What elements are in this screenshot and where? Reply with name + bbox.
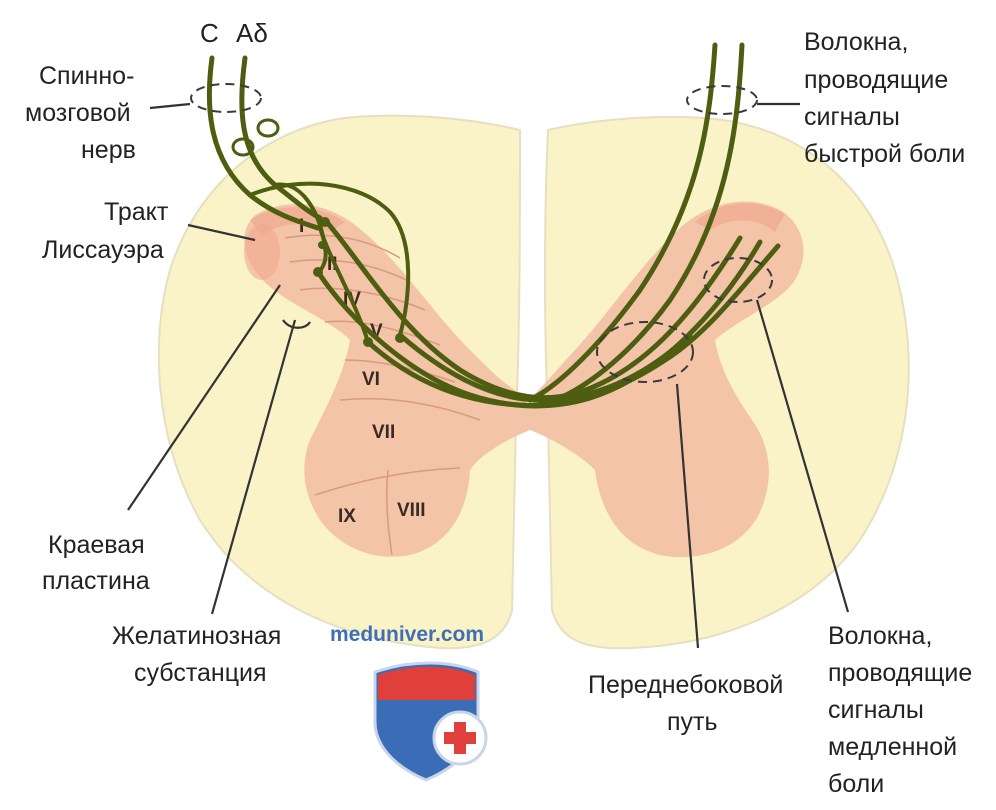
white-matter <box>157 114 910 650</box>
label-fast-pain-fibers: Волокна, проводящие сигналы быстрой боли <box>804 28 965 168</box>
label-lissauer-tract: Тракт Лиссауэра <box>42 198 169 264</box>
lissauer-tract-zone <box>244 224 280 280</box>
marginal-zone-right <box>695 203 785 232</box>
lamina-i: I <box>299 216 304 237</box>
a-delta-fiber <box>239 55 323 221</box>
ganglion-loop <box>231 137 255 157</box>
lamina-vi: VI <box>362 369 380 390</box>
fast-pain-line-4: быстрой боли <box>804 140 965 168</box>
lissauer-leader <box>187 223 256 242</box>
spinal-nerve-line-1: Спинно- <box>39 62 134 90</box>
slow-pain-marker <box>703 257 773 303</box>
crossing-fiber-4 <box>397 332 693 403</box>
fast-pain-fiber-2 <box>537 42 745 408</box>
synapse-dot <box>318 241 326 249</box>
ganglion-loop <box>256 118 280 138</box>
slow-pain-line-1: Волокна, <box>828 622 932 650</box>
fiber-type-labels: C Aδ <box>200 18 268 48</box>
spinal-nerve-marker <box>190 83 262 113</box>
gelatinous-leader <box>210 319 297 615</box>
c-fiber <box>206 55 321 231</box>
lamina-ii: II <box>327 254 338 275</box>
laminae-boundaries <box>284 234 481 556</box>
fast-pain-line-1: Волокна, <box>804 28 908 56</box>
synapse-dot <box>395 333 405 343</box>
fast-pain-marker <box>686 85 758 115</box>
marginal-line-1: Краевая <box>48 531 145 559</box>
crossing-fiber-3 <box>365 243 781 408</box>
slow-pain-line-3: сигналы <box>828 696 924 724</box>
label-marginal-plate: Краевая пластина <box>42 531 150 595</box>
anterolateral-line-1: Переднебоковой <box>588 671 783 699</box>
synapses <box>313 217 405 347</box>
marginal-line-2: пластина <box>42 567 150 595</box>
lamina-vii: VII <box>372 422 395 443</box>
synapse-dot <box>313 267 323 277</box>
fast-pain-line-3: сигналы <box>804 103 900 131</box>
lamina-viii: VIII <box>397 500 426 521</box>
gelatinous-line-2: субстанция <box>134 659 267 687</box>
slow-pain-line-2: проводящие <box>828 659 972 687</box>
crossing-fiber-1 <box>322 217 743 401</box>
shield-logo-icon <box>373 661 488 782</box>
leader-lines <box>127 102 850 649</box>
fast-pain-line-2: проводящие <box>804 66 948 94</box>
fiber-branch-1 <box>248 181 411 337</box>
anterolateral-leader <box>675 383 700 649</box>
spinal-nerve-leader <box>149 102 191 110</box>
c-fiber-label: C <box>200 18 219 48</box>
watermark-text: meduniver.com <box>330 623 484 646</box>
label-slow-pain-fibers: Волокна, проводящие сигналы медленной бо… <box>828 622 972 798</box>
a-delta-label: Aδ <box>236 18 268 48</box>
gelatinous-line-1: Желатинозная <box>112 622 281 650</box>
lissauer-line-2: Лиссауэра <box>42 236 164 264</box>
marginal-plate-leader <box>127 284 281 511</box>
watermark: meduniver.com <box>330 623 488 782</box>
spinal-nerve-line-2: мозговой <box>25 99 131 127</box>
slow-pain-line-4: медленной <box>828 733 957 761</box>
synapse-dot <box>363 337 373 347</box>
label-anterolateral-path: Переднебоковой путь <box>588 671 783 736</box>
spinal-nerve-line-3: нерв <box>81 136 136 164</box>
lamina-ix: IX <box>338 506 356 527</box>
gelatinous-bracket <box>282 319 311 329</box>
dorsal-root-loops <box>231 118 280 157</box>
anterolateral-marker <box>596 321 694 383</box>
gray-matter-right-horn <box>530 201 804 558</box>
gray-matter <box>244 201 804 558</box>
slow-pain-line-5: боли <box>828 770 884 798</box>
label-spinal-nerve: Спинно- мозговой нерв <box>25 62 136 164</box>
lissauer-line-1: Тракт <box>104 198 169 226</box>
slow-pain-leader <box>755 299 850 613</box>
label-gelatinous-substance: Желатинозная субстанция <box>112 622 281 687</box>
anterolateral-line-2: путь <box>667 708 718 736</box>
synapse-dot <box>320 217 330 227</box>
dashed-markers <box>190 83 773 383</box>
fast-pain-fiber-1 <box>527 42 718 403</box>
